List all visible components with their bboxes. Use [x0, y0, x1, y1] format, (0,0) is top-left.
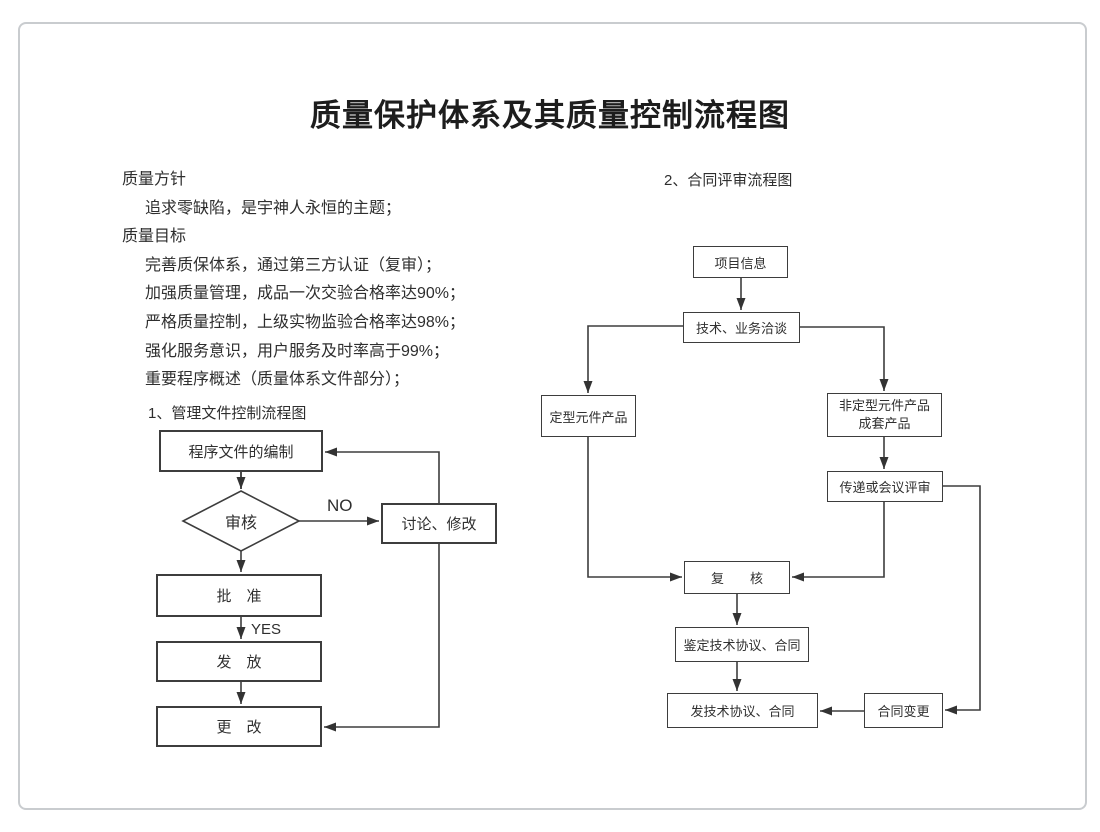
edge-label-no: NO — [327, 496, 353, 515]
node-review-decision: 审核 — [224, 515, 257, 532]
quality-target-item: 强化服务意识，用户服务及时率高于99%； — [145, 342, 450, 360]
quality-target-item: 加强质量管理，成品一次交验合格率达90%； — [145, 285, 466, 303]
node-transfer-or-meeting-review: 传递或会议评审 — [827, 471, 943, 502]
flowchart2-title: 2、合同评审流程图 — [664, 172, 793, 189]
node-project-info: 项目信息 — [693, 246, 788, 278]
document-title: 质量保护体系及其质量控制流程图 — [310, 98, 790, 133]
quality-policy-item: 追求零缺陷，是宇神人永恒的主题； — [145, 199, 402, 217]
node-nonstandard-component-product: 非定型元件产品 成套产品 — [827, 393, 942, 437]
page-border — [18, 22, 1087, 810]
node-issue: 发 放 — [156, 641, 322, 682]
quality-target-heading: 质量目标 — [122, 228, 187, 246]
quality-policy-section: 质量方针 追求零缺陷，是宇神人永恒的主题； 质量目标 完善质保体系，通过第三方认… — [122, 166, 542, 395]
node-issue-tech-agreement-contract: 发技术协议、合同 — [667, 693, 818, 728]
node-contract-change: 合同变更 — [864, 693, 943, 728]
node-tech-business-negotiation: 技术、业务洽谈 — [683, 312, 800, 343]
node-approve: 批 准 — [156, 574, 322, 617]
flowchart1-title: 1、管理文件控制流程图 — [148, 405, 307, 422]
quality-target-item: 完善质保体系，通过第三方认证（复审）； — [145, 256, 442, 274]
node-discuss-modify: 讨论、修改 — [381, 503, 497, 544]
nonstandard-line2: 成套产品 — [858, 416, 911, 431]
quality-policy-heading: 质量方针 — [122, 171, 187, 188]
node-identify-tech-agreement-contract: 鉴定技术协议、合同 — [675, 627, 809, 662]
node-program-document-compile: 程序文件的编制 — [159, 430, 323, 472]
node-change: 更 改 — [156, 706, 322, 747]
quality-target-item: 重要程序概述（质量体系文件部分）； — [145, 371, 410, 389]
node-recheck: 复 核 — [684, 561, 790, 594]
quality-target-item: 严格质量控制，上级实物监验合格率达98%； — [145, 313, 466, 331]
node-standard-component-product: 定型元件产品 — [541, 395, 636, 437]
nonstandard-line1: 非定型元件产品 — [838, 398, 930, 413]
edge-label-yes: YES — [251, 621, 282, 638]
